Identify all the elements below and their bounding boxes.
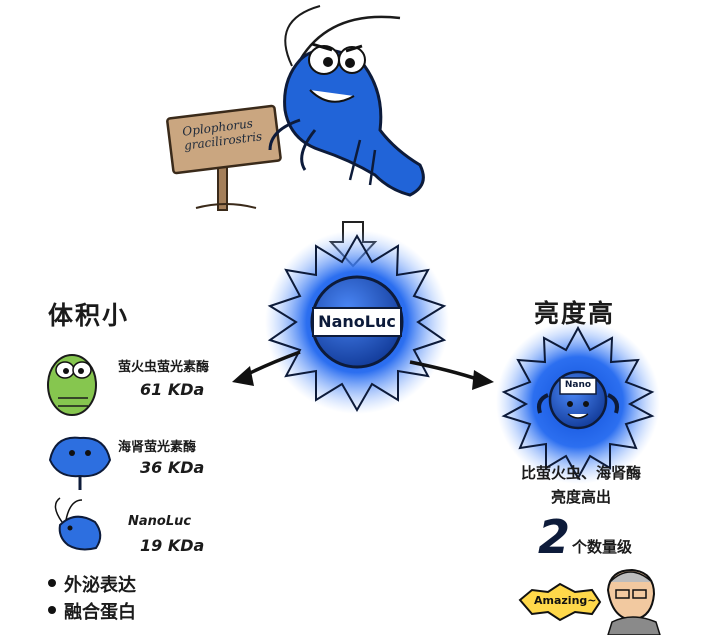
compare-line1: 比萤火虫、海肾酶 — [520, 464, 641, 482]
amazing-bubble — [518, 582, 602, 622]
bullet-dot — [48, 606, 56, 614]
item-size: 61 KDa — [140, 380, 205, 399]
bullet-dot — [48, 579, 56, 587]
compare-line2: 亮度高出 — [550, 488, 611, 506]
shrimp-illustration — [268, 5, 425, 197]
person-avatar — [606, 568, 661, 635]
item-size: 19 KDa — [140, 536, 205, 555]
left-heading: 体积小 — [48, 301, 130, 330]
species-sign — [166, 104, 282, 211]
item-size: 36 KDa — [140, 458, 205, 477]
item-name: NanoLuc — [128, 514, 192, 529]
sea-pansy-icon — [48, 436, 112, 490]
right-arrow — [409, 360, 494, 390]
item-name: 萤火虫萤光素酶 — [118, 360, 210, 375]
brightness-burst — [496, 320, 660, 484]
bullet-item: 融合蛋白 — [64, 602, 136, 623]
bullet-item: 外泌表达 — [64, 575, 136, 596]
magnitude-number: 2 — [538, 510, 571, 564]
left-arrow — [232, 350, 301, 386]
item-name: 海肾萤光素酶 — [118, 440, 197, 455]
magnitude-text: 个数量级 — [572, 538, 633, 556]
firefly-icon — [47, 354, 97, 416]
center-enzyme-burst — [265, 230, 449, 414]
mascot-label: Nano — [564, 380, 592, 390]
enzyme-label: NanoLuc — [318, 312, 396, 331]
exclaim-text: Amazing~ — [534, 594, 597, 607]
shrimp-small-icon — [54, 497, 102, 551]
right-heading: 亮度高 — [534, 299, 616, 328]
